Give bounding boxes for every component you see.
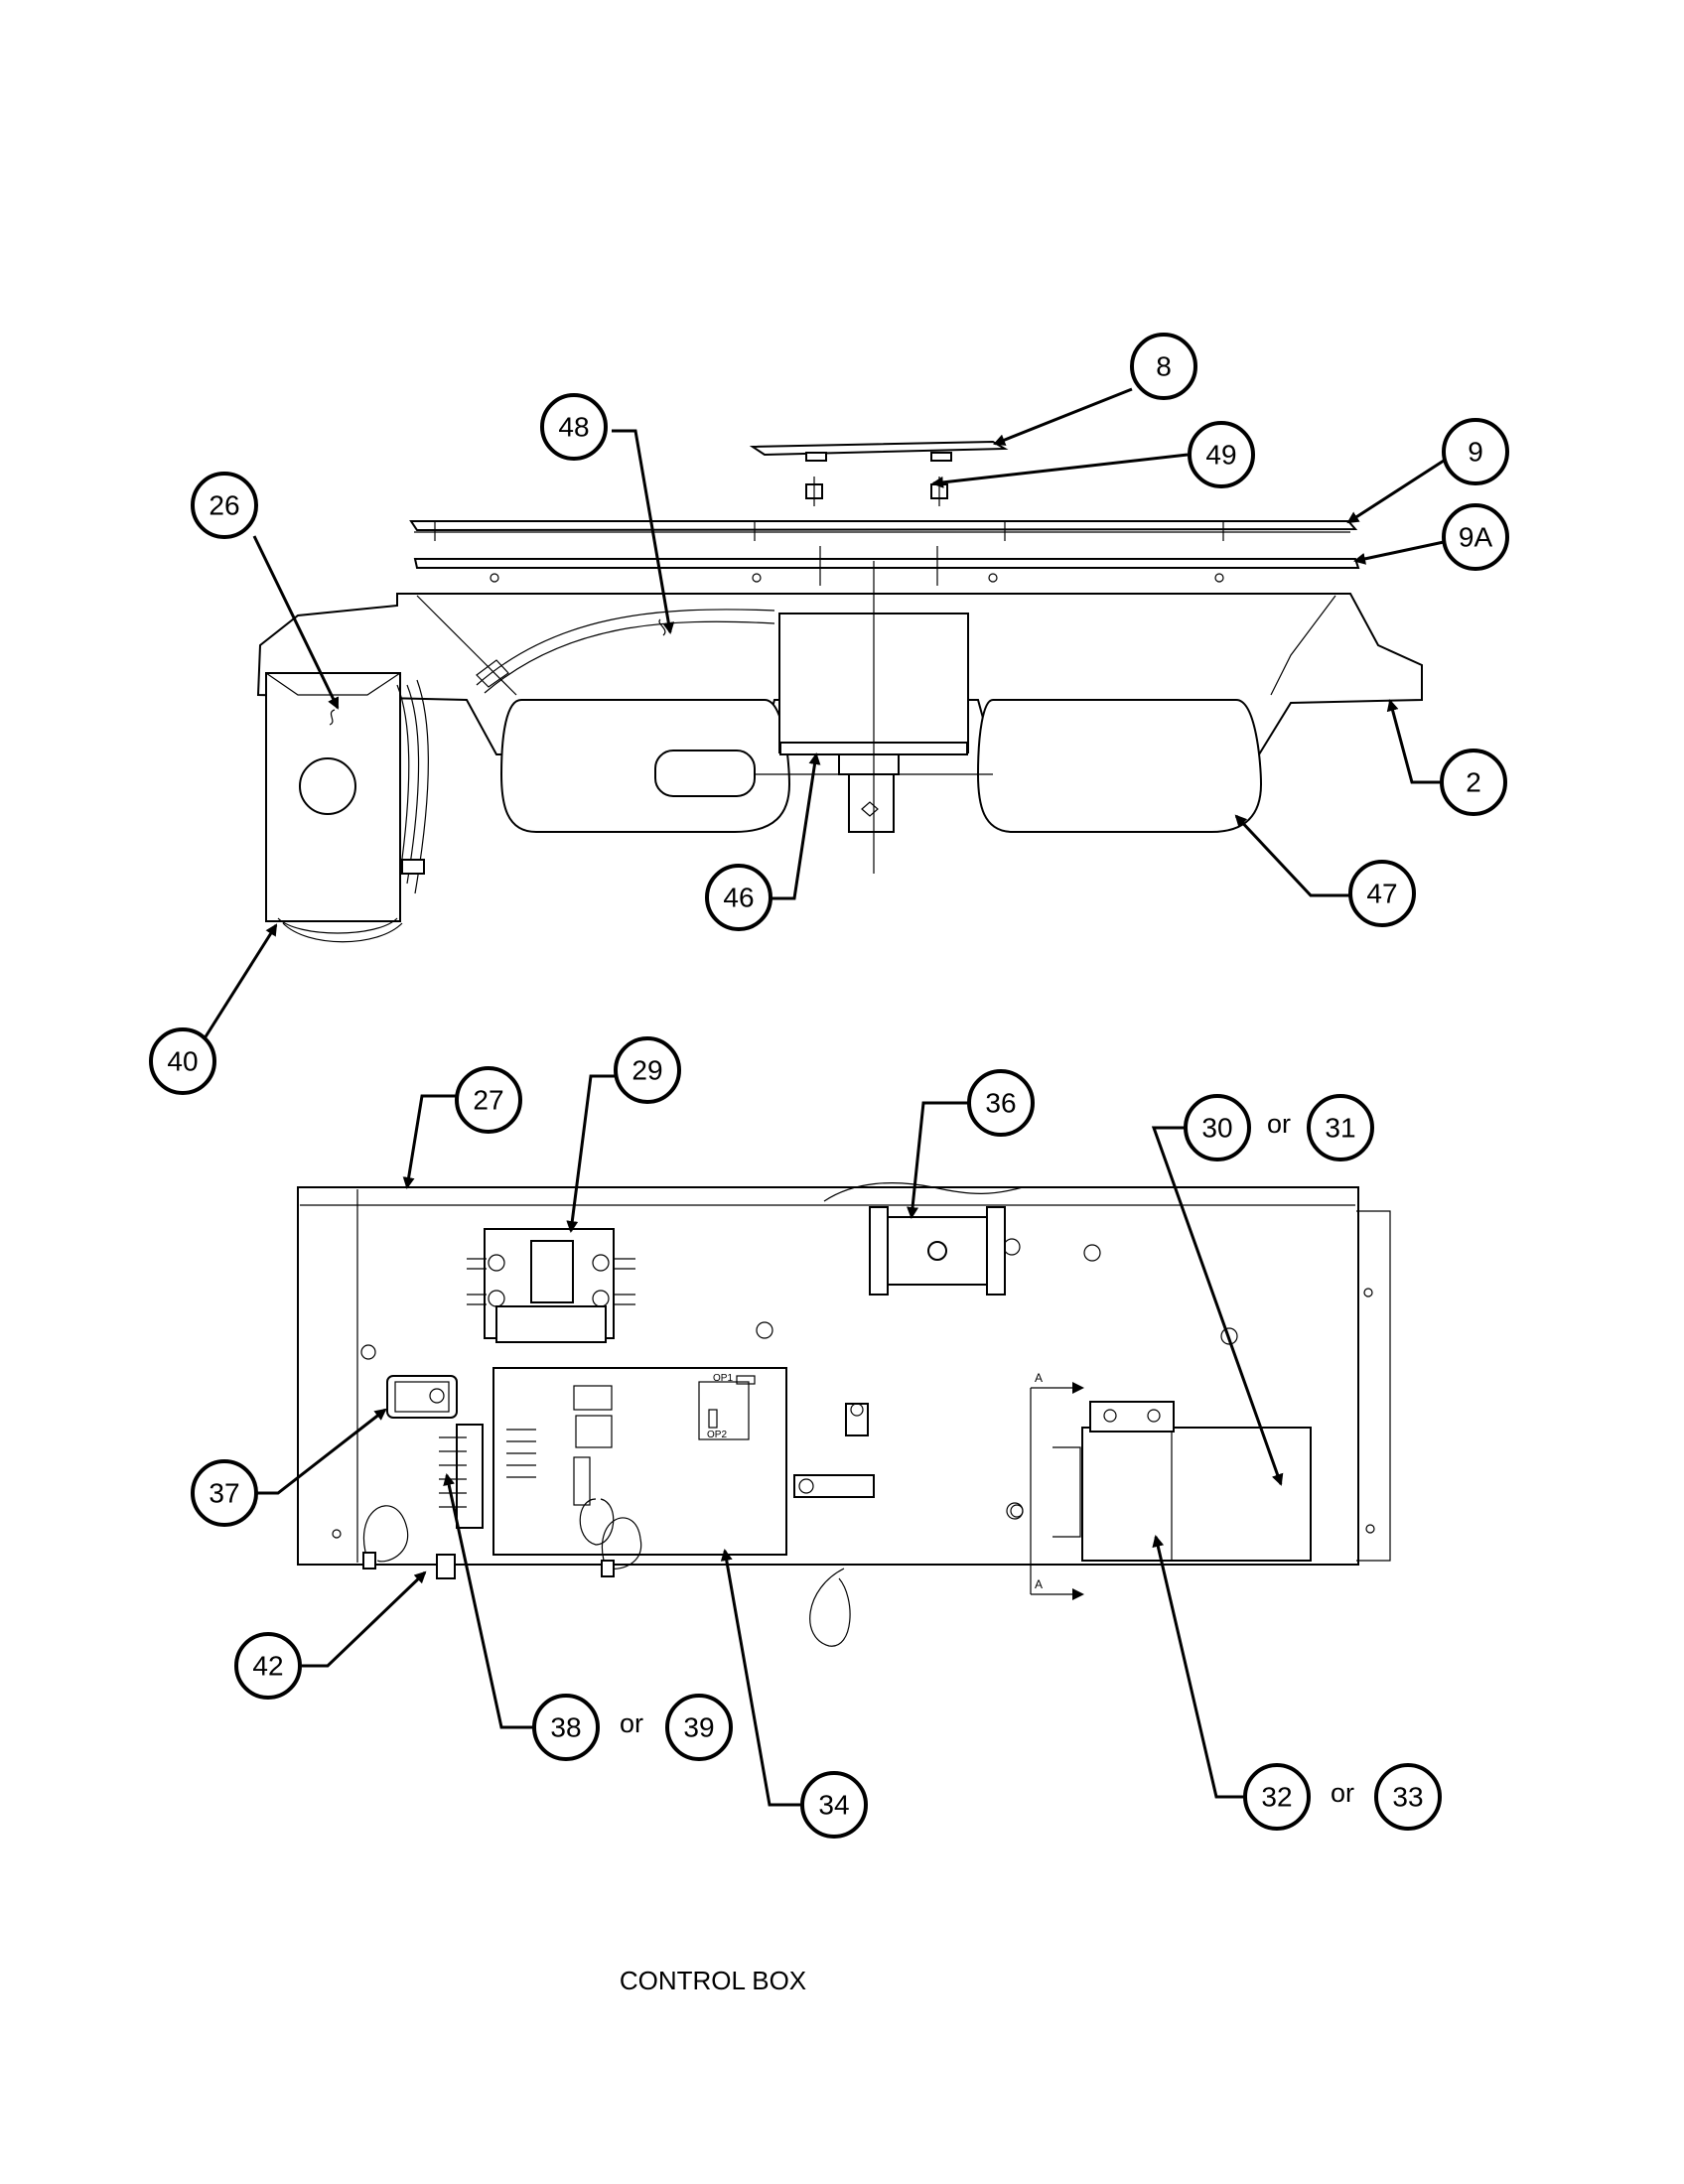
callout-48: 48 (540, 393, 608, 461)
or-30-31: or (1267, 1109, 1291, 1139)
terminal-strip (439, 1424, 484, 1529)
figure-caption: CONTROL BOX (620, 1966, 806, 1995)
motor-mount (778, 561, 969, 874)
callout-47-text: 47 (1366, 879, 1397, 909)
callout-26-text: 26 (209, 490, 239, 521)
callout-31-text: 31 (1325, 1113, 1355, 1144)
section-label-top: A (1035, 1371, 1043, 1385)
cover-plate (749, 440, 1009, 457)
callout-34-text: 34 (818, 1790, 849, 1821)
op1-label: OP1 (713, 1373, 733, 1384)
callout-27: 27 (455, 1066, 522, 1134)
callout-33-text: 33 (1392, 1782, 1423, 1813)
callout-30: 30 (1184, 1094, 1251, 1161)
callout-46: 46 (705, 864, 772, 931)
nut-pair (805, 477, 948, 506)
callout-42: 42 (234, 1632, 302, 1700)
callout-32: 32 (1243, 1763, 1311, 1831)
callout-38-text: 38 (550, 1712, 581, 1743)
callout-32-text: 32 (1261, 1782, 1292, 1813)
relay (869, 1206, 1006, 1296)
section-line: A A (1030, 1371, 1084, 1600)
contactor (467, 1228, 635, 1343)
callout-2-text: 2 (1466, 767, 1481, 798)
callout-37-text: 37 (209, 1478, 239, 1509)
control-board: OP1 OP2 (492, 1367, 787, 1556)
section-label-bottom: A (1035, 1577, 1043, 1591)
callout-46-text: 46 (723, 883, 754, 913)
callout-37: 37 (191, 1459, 258, 1527)
or-38-39: or (620, 1708, 643, 1738)
callout-9a-text: 9A (1459, 522, 1493, 553)
callout-8: 8 (1130, 333, 1197, 400)
electrical-box (265, 659, 509, 943)
callout-48-text: 48 (558, 412, 589, 443)
transformer (1010, 1401, 1312, 1562)
callout-9: 9 (1442, 418, 1509, 485)
switch (386, 1375, 458, 1419)
callout-26: 26 (191, 472, 258, 539)
callout-30-text: 30 (1201, 1113, 1232, 1144)
callout-40-text: 40 (167, 1046, 198, 1077)
leader-lines (203, 387, 1445, 1807)
callout-38: 38 (532, 1694, 600, 1761)
callout-49-text: 49 (1205, 440, 1236, 471)
callout-9-text: 9 (1468, 437, 1483, 468)
top-panel (409, 520, 1358, 532)
gasket (413, 558, 1360, 569)
callout-49: 49 (1188, 421, 1255, 488)
callout-27-text: 27 (473, 1085, 503, 1116)
or-32-33: or (1331, 1778, 1354, 1808)
callout-8-text: 8 (1156, 351, 1172, 382)
op2-label: OP2 (707, 1430, 727, 1440)
control-panel: OP1 OP2 A A (297, 1182, 1391, 1647)
callout-36: 36 (967, 1069, 1035, 1137)
callout-31: 31 (1307, 1094, 1374, 1161)
callout-29: 29 (614, 1036, 681, 1104)
callout-39-text: 39 (683, 1712, 714, 1743)
callout-33: 33 (1374, 1763, 1442, 1831)
callout-47: 47 (1348, 860, 1416, 927)
callout-39: 39 (665, 1694, 733, 1761)
callout-9a: 9A (1442, 503, 1509, 571)
callout-2: 2 (1440, 749, 1507, 816)
callout-34: 34 (800, 1771, 868, 1839)
callout-36-text: 36 (985, 1088, 1016, 1119)
blower-assembly (499, 699, 1263, 833)
top-assembly (256, 440, 1423, 943)
wire-ties (362, 1505, 851, 1647)
callout-40: 40 (149, 1027, 216, 1095)
callout-42-text: 42 (252, 1651, 283, 1682)
callout-29-text: 29 (632, 1055, 662, 1086)
